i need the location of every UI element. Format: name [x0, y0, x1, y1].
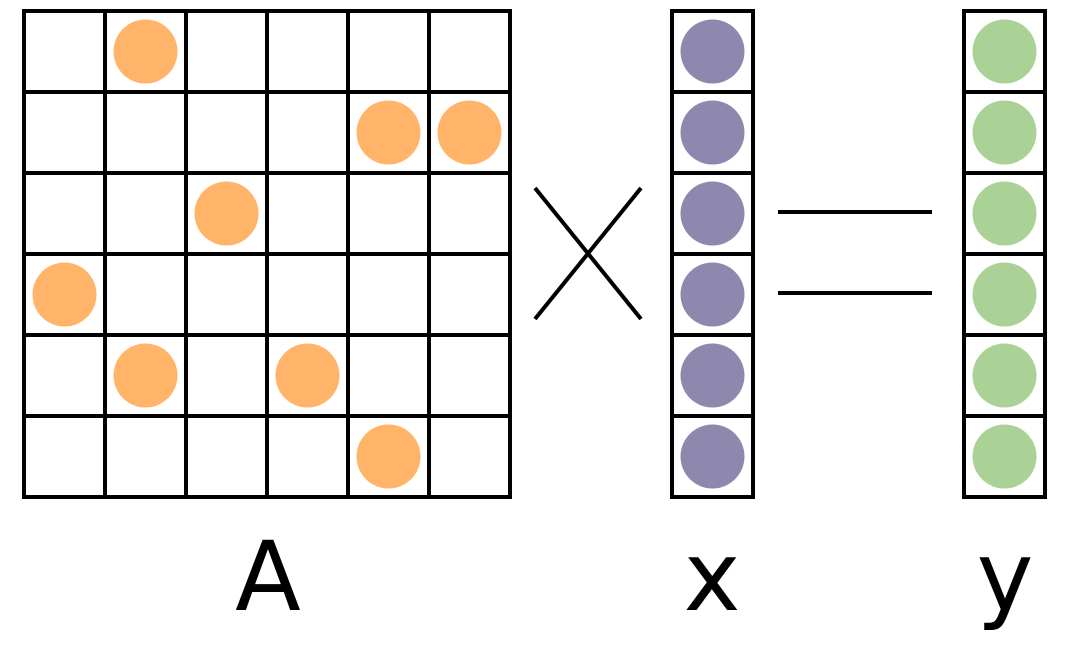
vector-y-dot-3 — [972, 262, 1037, 327]
vector-x-dot-4 — [680, 343, 745, 408]
multiply-sign — [533, 186, 643, 321]
matrix-nonzero-dot-2-2 — [194, 181, 259, 246]
matrix-a-label: A — [235, 521, 301, 633]
vector-y-dot-5 — [972, 424, 1037, 489]
matrix-nonzero-dot-3-0 — [32, 262, 97, 327]
matrix-nonzero-dot-5-4 — [356, 424, 421, 489]
vector-x — [670, 9, 755, 499]
vector-y-dot-4 — [972, 343, 1037, 408]
matrix-a — [22, 9, 512, 499]
vector-x-dot-3 — [680, 262, 745, 327]
vector-y — [962, 9, 1047, 499]
vector-x-dot-2 — [680, 181, 745, 246]
equals-sign — [778, 210, 932, 295]
vector-y-dot-2 — [972, 181, 1037, 246]
matrix-nonzero-dot-1-5 — [437, 100, 502, 165]
multiply-stroke-2 — [533, 186, 643, 321]
vector-x-label: x — [684, 521, 741, 633]
matrix-nonzero-dot-1-4 — [356, 100, 421, 165]
vector-y-dot-0 — [972, 19, 1037, 84]
matrix-nonzero-dot-0-1 — [113, 19, 178, 84]
vector-x-dot-5 — [680, 424, 745, 489]
vector-x-dot-0 — [680, 19, 745, 84]
matrix-nonzero-dot-4-3 — [275, 343, 340, 408]
vector-x-dot-1 — [680, 100, 745, 165]
matrix-nonzero-dot-4-1 — [113, 343, 178, 408]
vector-y-label: y — [977, 521, 1034, 633]
vector-y-dot-1 — [972, 100, 1037, 165]
